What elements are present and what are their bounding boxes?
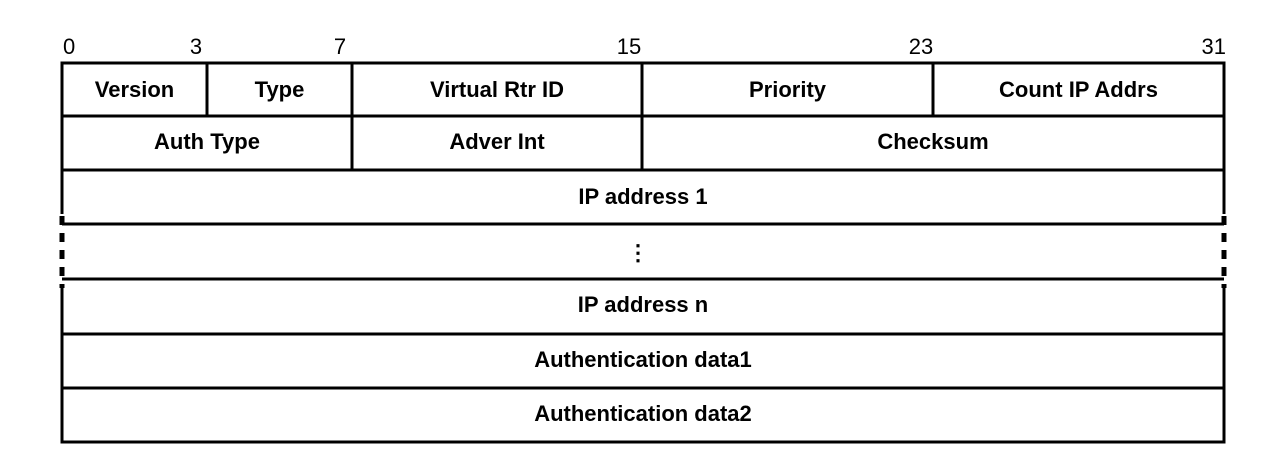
ip-address-n-row: IP address n	[60, 277, 1226, 334]
field-type: Type	[255, 77, 305, 102]
header-row-2: Auth Type Adver Int Checksum	[60, 114, 1226, 172]
bit-label-31: 31	[1202, 34, 1226, 59]
field-auth-type: Auth Type	[154, 129, 260, 154]
auth-data-1-row: Authentication data1	[60, 332, 1226, 390]
ip-address-ellipsis-row: ⋮	[59, 216, 1227, 288]
bit-label-7: 7	[334, 34, 346, 59]
bit-label-0: 0	[63, 34, 75, 59]
ip-address-1-row: IP address 1	[60, 168, 1226, 226]
field-virtual-rtr-id: Virtual Rtr ID	[430, 77, 564, 102]
bit-ruler: 0 3 7 15 23 31	[63, 34, 1226, 59]
field-checksum: Checksum	[877, 129, 988, 154]
field-adver-int: Adver Int	[449, 129, 545, 154]
bit-label-23: 23	[909, 34, 933, 59]
field-priority: Priority	[749, 77, 827, 102]
auth-data-2-row: Authentication data2	[60, 386, 1226, 444]
bit-label-3: 3	[190, 34, 202, 59]
field-version: Version	[95, 77, 174, 102]
vertical-ellipsis: ⋮	[627, 240, 649, 265]
row-7-border	[60, 386, 1226, 444]
field-authentication-data1: Authentication data1	[534, 347, 752, 372]
field-ip-address-n: IP address n	[578, 292, 708, 317]
field-count-ip-addrs: Count IP Addrs	[999, 77, 1158, 102]
header-row-1: Version Type Virtual Rtr ID Priority Cou…	[60, 61, 1226, 118]
field-authentication-data2: Authentication data2	[534, 401, 752, 426]
bit-label-15: 15	[617, 34, 641, 59]
field-ip-address-1: IP address 1	[578, 184, 707, 209]
